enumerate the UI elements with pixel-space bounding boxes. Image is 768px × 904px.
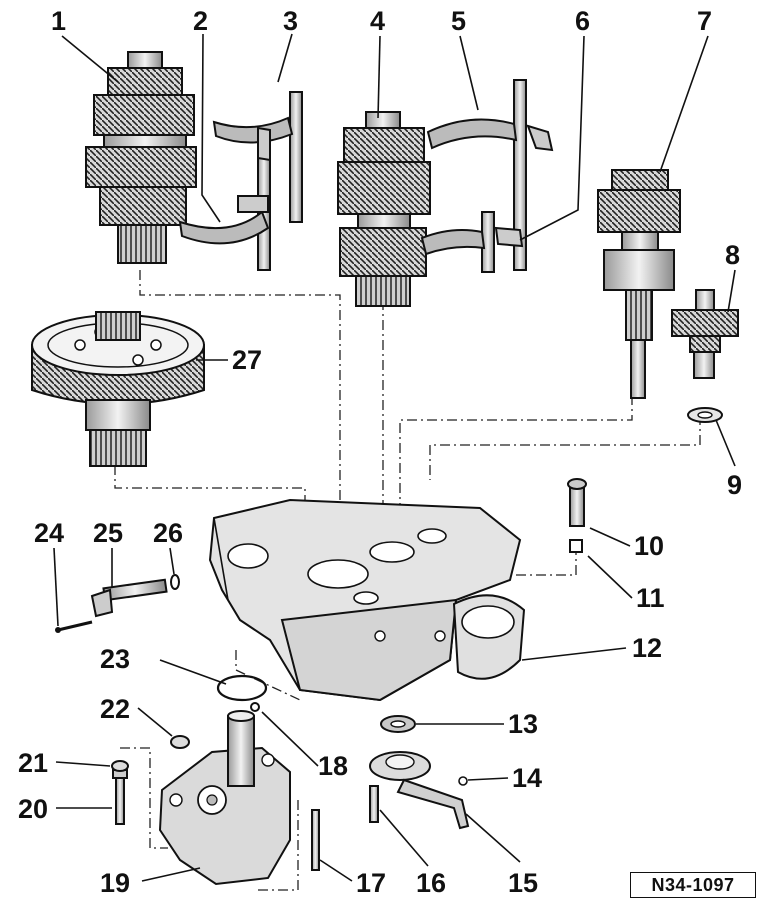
callout-labels: 1 2 3 4 5 6 7 8 9 10 11 12 13 14 15 16 1… — [18, 6, 742, 898]
shift-fork-6 — [420, 211, 524, 273]
o-ring-18 — [250, 702, 260, 712]
shift-fork-5 — [426, 79, 554, 271]
callout-25: 25 — [93, 518, 123, 548]
washer-9 — [687, 407, 723, 423]
o-ring-26 — [170, 574, 180, 590]
seal-11 — [569, 539, 583, 553]
callout-27: 27 — [232, 345, 262, 375]
reference-code-label: N34-1097 — [630, 872, 756, 898]
callout-1: 1 — [51, 6, 66, 36]
callout-24: 24 — [34, 518, 64, 548]
bolt-14 — [458, 776, 468, 786]
callout-17: 17 — [356, 868, 386, 898]
callout-15: 15 — [508, 868, 538, 898]
leader-lines — [53, 33, 736, 882]
o-ring-23 — [216, 674, 268, 702]
callout-22: 22 — [100, 694, 130, 724]
callout-23: 23 — [100, 644, 130, 674]
callout-9: 9 — [727, 470, 742, 500]
seal-13 — [380, 715, 416, 733]
callout-19: 19 — [100, 868, 130, 898]
callout-2: 2 — [193, 6, 208, 36]
callout-7: 7 — [697, 6, 712, 36]
dowel-17 — [311, 809, 320, 871]
callout-11: 11 — [636, 583, 665, 613]
callout-12: 12 — [632, 633, 662, 663]
gear-cluster-4 — [337, 111, 431, 307]
callout-13: 13 — [508, 709, 538, 739]
shift-fork-2 — [178, 139, 271, 271]
callout-6: 6 — [575, 6, 590, 36]
seal-22 — [170, 735, 190, 749]
callout-14: 14 — [512, 763, 542, 793]
transmission-housing-12 — [208, 498, 526, 702]
callout-21: 21 — [18, 748, 48, 778]
callout-26: 26 — [153, 518, 183, 548]
bolt-20 — [112, 769, 128, 825]
sensor-10 — [567, 478, 587, 527]
callout-8: 8 — [725, 240, 740, 270]
callout-5: 5 — [451, 6, 466, 36]
shift-fork-3 — [212, 91, 303, 223]
callout-18: 18 — [318, 751, 348, 781]
pinion-gear-8 — [671, 289, 739, 379]
shaft-25 — [90, 578, 168, 618]
bolt-16 — [369, 785, 379, 823]
callout-10: 10 — [634, 531, 664, 561]
shaft-7 — [597, 169, 681, 399]
callout-3: 3 — [283, 6, 298, 36]
gear-cluster-1 — [85, 51, 197, 264]
lever-15 — [369, 751, 470, 830]
pump-19 — [158, 710, 291, 886]
callout-16: 16 — [416, 868, 446, 898]
bolt-24 — [55, 620, 93, 633]
differential-27 — [31, 311, 205, 467]
callout-4: 4 — [370, 6, 385, 36]
washer-21 — [111, 760, 129, 772]
callout-20: 20 — [18, 794, 48, 824]
